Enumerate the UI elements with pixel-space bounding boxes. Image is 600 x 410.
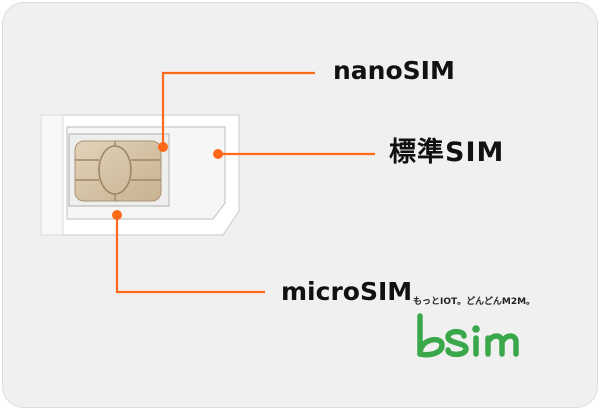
leader-line-micro [115,215,265,294]
leader-dot-standard [213,149,223,159]
leader-dot-micro [112,210,122,220]
bsim-logo [417,313,519,358]
label-standard-sim: 標準SIM [389,137,505,168]
label-nanosim: nanoSIM [333,56,455,85]
sim-card-diagram [40,71,375,294]
standard-sim-notch [40,114,64,236]
leader-line-nano [161,71,315,147]
label-microsim: microSIM [281,277,413,306]
sim-chip [74,140,162,202]
logo-tagline: もっとIOT。どんどんM2M。 [413,297,536,307]
leader-dot-nano [158,142,168,152]
leader-lines [115,71,375,294]
